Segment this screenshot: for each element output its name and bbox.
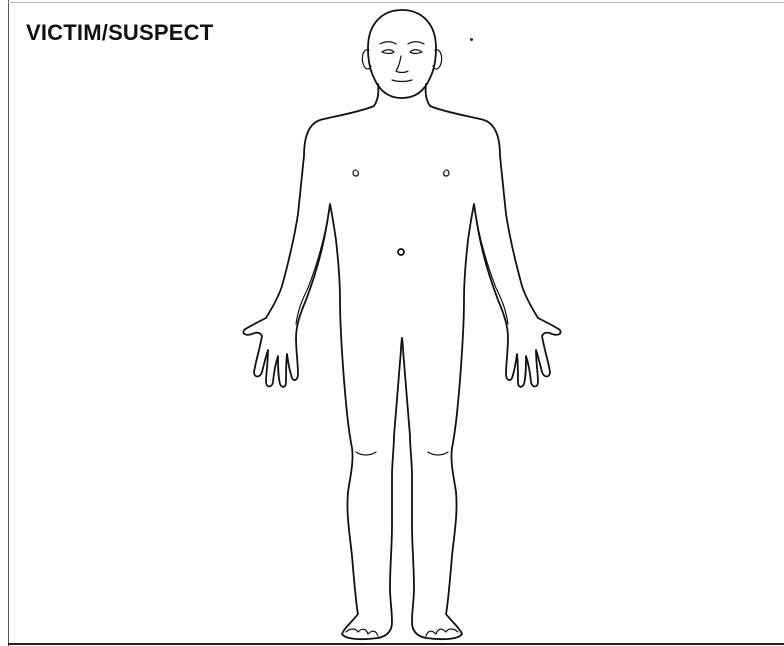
right-toes	[426, 629, 458, 636]
navel	[398, 249, 404, 255]
mouth	[392, 80, 412, 82]
left-knee	[356, 452, 376, 455]
scan-speck	[470, 38, 473, 41]
left-eye	[382, 50, 394, 54]
right-eye	[410, 50, 422, 54]
right-nipple	[444, 170, 449, 176]
neck-left	[374, 84, 378, 106]
left-nipple	[353, 170, 358, 176]
left-toes	[346, 629, 378, 636]
neck-right	[426, 84, 430, 106]
right-knee	[428, 452, 448, 455]
right-inner-arm	[474, 204, 508, 324]
left-inner-arm	[296, 204, 330, 324]
body-right-outline	[402, 106, 561, 639]
nose	[396, 56, 408, 73]
left-eyebrow	[380, 42, 396, 44]
body-left-outline	[243, 106, 402, 639]
right-eyebrow	[408, 42, 424, 44]
